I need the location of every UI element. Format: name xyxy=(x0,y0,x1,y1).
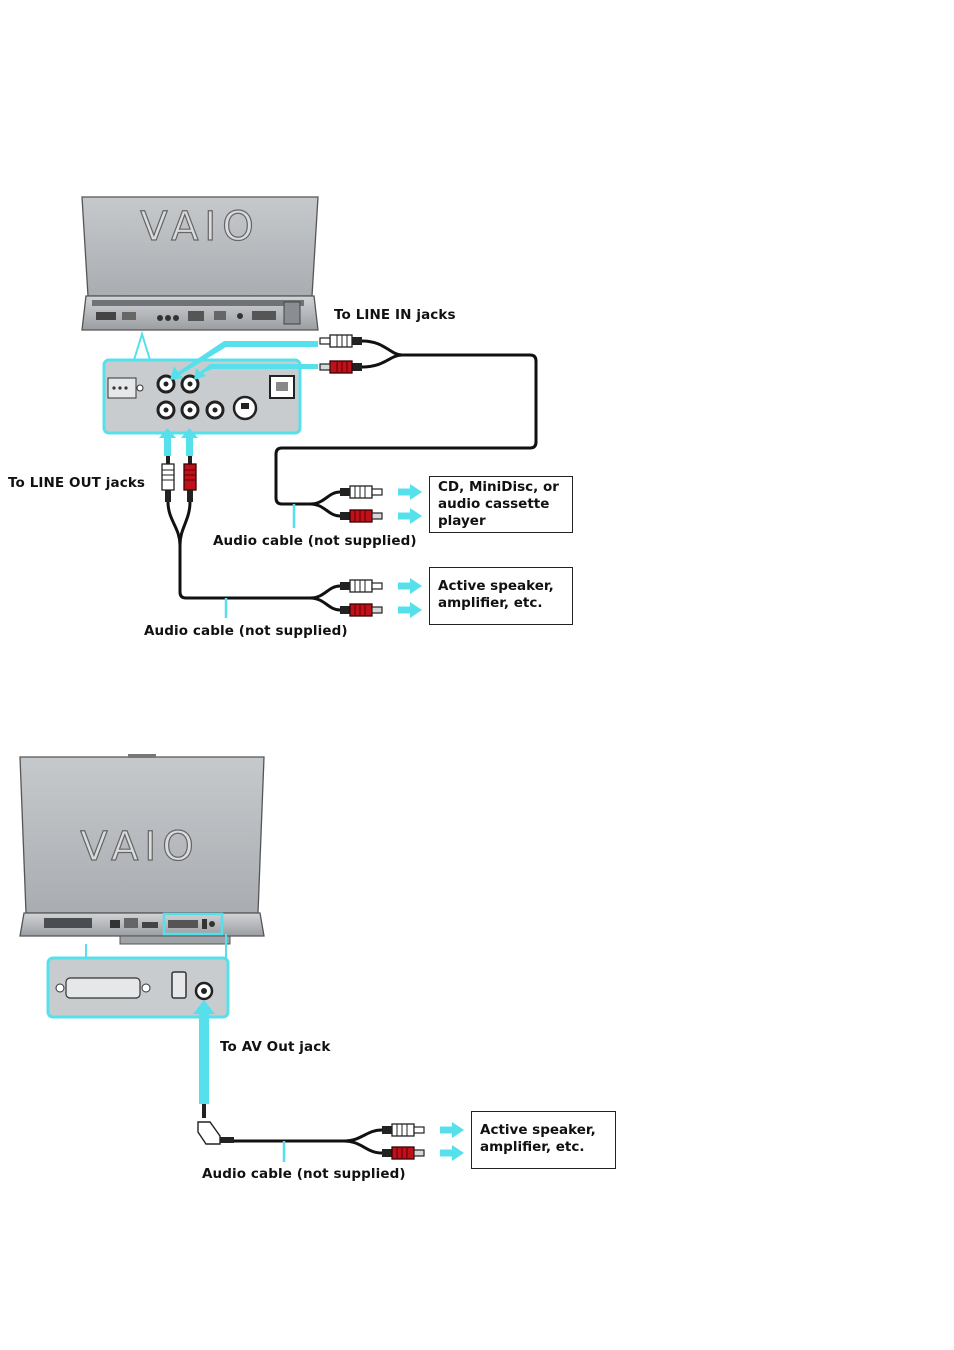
speaker-2-line-1: Active speaker, xyxy=(480,1122,607,1139)
source-device-box: CD, MiniDisc, or audio cassette player xyxy=(429,476,573,533)
av-out-label: To AV Out jack xyxy=(220,1039,330,1055)
speaker-1-line-2: amplifier, etc. xyxy=(438,595,564,612)
diagram-line-connections: VAIO xyxy=(82,197,536,618)
audio-cable-label-1: Audio cable (not supplied) xyxy=(213,533,417,549)
vaio-logo: VAIO xyxy=(140,204,259,250)
audio-cable-label-3: Audio cable (not supplied) xyxy=(202,1166,406,1182)
line-out-jack-left[interactable] xyxy=(158,402,174,418)
speaker-box-2: Active speaker, amplifier, etc. xyxy=(471,1111,616,1169)
line-out-jack-right[interactable] xyxy=(182,402,198,418)
audio-cable-label-2: Audio cable (not supplied) xyxy=(144,623,348,639)
vaio-logo-2: VAIO xyxy=(80,824,199,870)
av-out-jack[interactable] xyxy=(196,983,212,999)
source-device-line-1: CD, MiniDisc, or xyxy=(438,479,564,496)
line-in-label: To LINE IN jacks xyxy=(334,307,456,323)
speaker-1-line-1: Active speaker, xyxy=(438,578,564,595)
mini-plug xyxy=(198,1104,234,1144)
laptop-top: VAIO xyxy=(82,197,318,330)
diagram-av-out-connection: VAIO xyxy=(20,754,464,1162)
laptop-bottom: VAIO xyxy=(20,754,264,944)
speaker-2-line-2: amplifier, etc. xyxy=(480,1139,607,1156)
source-device-line-3: player xyxy=(438,513,564,530)
source-device-line-2: audio cassette xyxy=(438,496,564,513)
speaker-box-1: Active speaker, amplifier, etc. xyxy=(429,567,573,625)
line-out-label: To LINE OUT jacks xyxy=(8,475,145,491)
